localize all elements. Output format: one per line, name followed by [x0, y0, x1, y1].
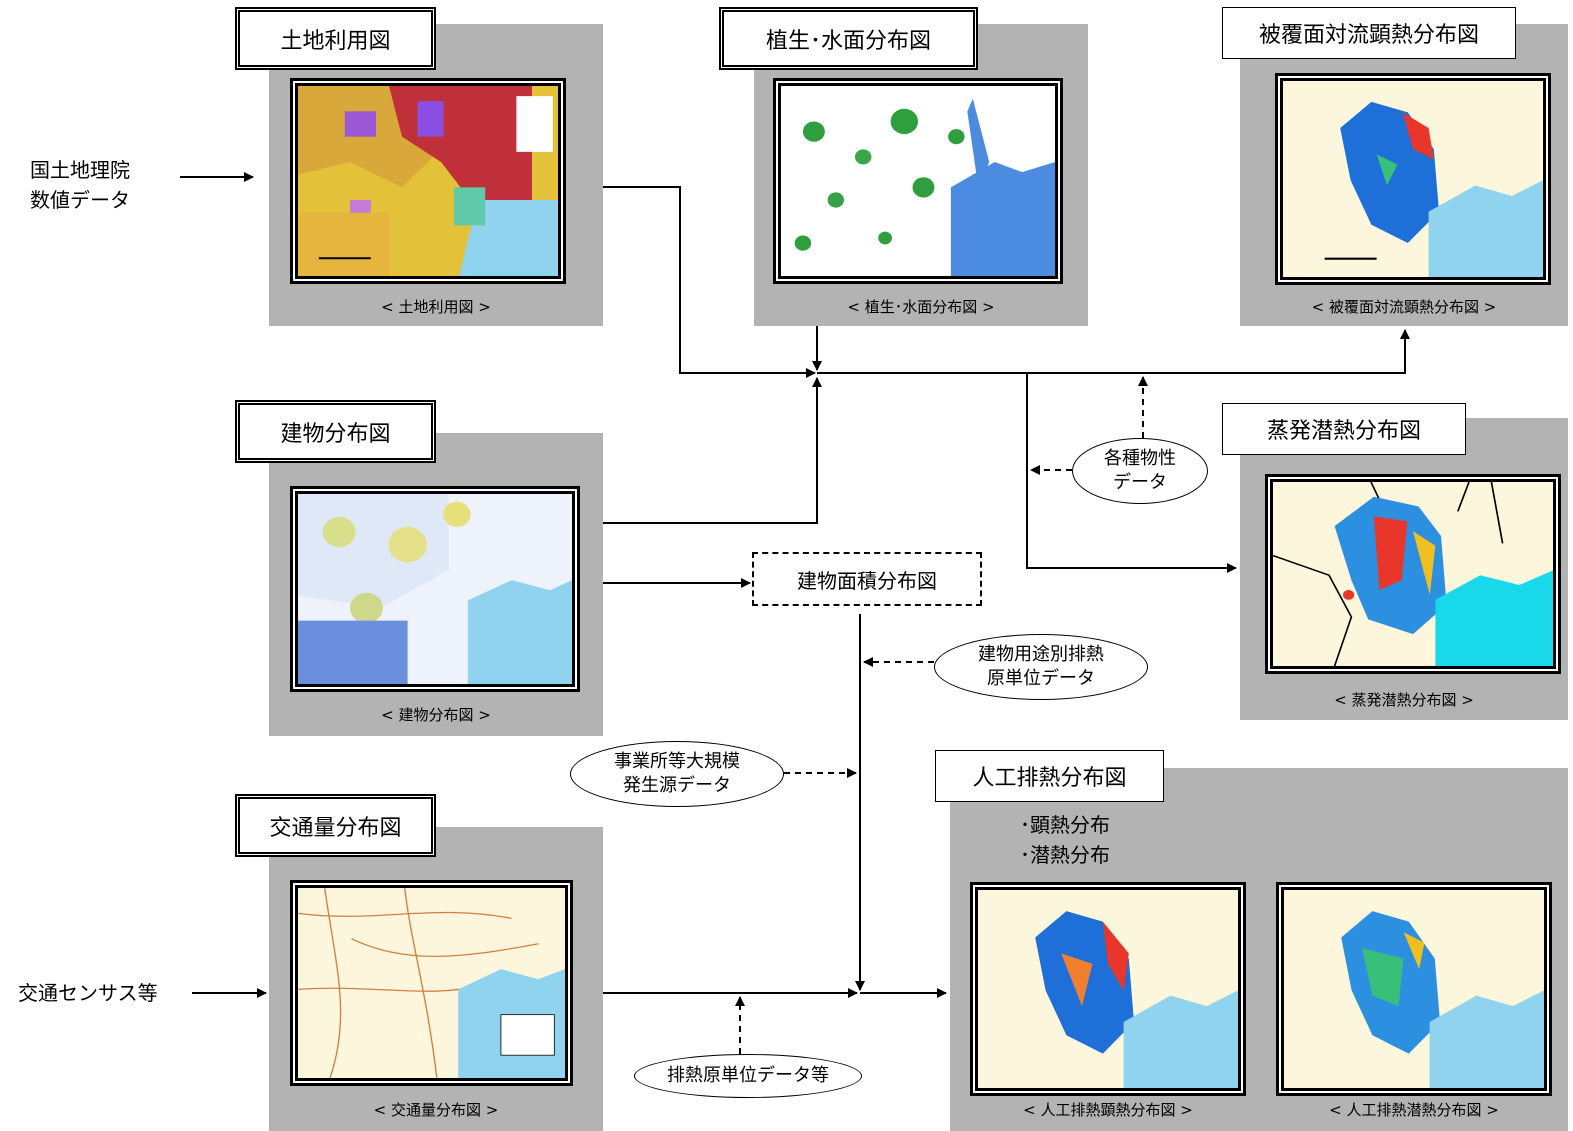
building-title: 建物分布図	[235, 400, 436, 463]
gsi-source-label: 国土地理院 数値データ	[30, 155, 130, 215]
building-connector	[603, 377, 822, 524]
anthropogenic-latent-caption: < 人工排熱潜熱分布図 >	[1329, 1101, 1499, 1119]
convective-map	[1275, 73, 1551, 285]
gsi-line-2: 数値データ	[30, 188, 130, 212]
building-map	[290, 486, 580, 692]
evaporation-caption: < 蒸発潜熱分布図 >	[1334, 691, 1474, 709]
properties-oval: 各種物性 データ	[1072, 438, 1208, 504]
building-area-box: 建物面積分布図	[752, 552, 982, 606]
land-use-connector	[603, 186, 816, 378]
bullet-latent: ･潜熱分布	[1020, 843, 1110, 867]
exhaust-units-oval: 排熱原単位データ等	[634, 1054, 862, 1098]
land-use-map	[290, 78, 566, 284]
anthropogenic-latent-map	[1276, 882, 1552, 1096]
land-use-caption: < 土地利用図 >	[381, 298, 491, 316]
large-sources-oval: 事業所等大規模 発生源データ	[570, 741, 784, 807]
use-heat-line-2: 原単位データ	[987, 668, 1095, 689]
evaporation-title: 蒸発潜熱分布図	[1222, 403, 1466, 455]
properties-line-1: 各種物性	[1104, 448, 1176, 469]
to-evaporation-connector	[1026, 373, 1237, 573]
anthropogenic-title: 人工排熱分布図	[935, 750, 1164, 802]
anthropogenic-sensible-map	[970, 882, 1246, 1096]
to-convective-connector	[817, 329, 1410, 374]
traffic-caption: < 交通量分布図 >	[373, 1101, 499, 1119]
convective-title: 被覆面対流顕熱分布図	[1222, 7, 1516, 59]
bullet-sensible: ･顕熱分布	[1020, 813, 1110, 837]
gsi-line-1: 国土地理院	[30, 158, 130, 182]
use-heat-line-1: 建物用途別排熱	[978, 644, 1104, 665]
use-heat-oval: 建物用途別排熱 原単位データ	[934, 634, 1148, 700]
evaporation-map	[1265, 474, 1561, 674]
anthropogenic-sensible-caption: < 人工排熱顕熱分布図 >	[1023, 1101, 1193, 1119]
building-caption: < 建物分布図 >	[381, 706, 491, 724]
census-source-label: 交通センサス等	[18, 981, 158, 1005]
large-sources-line-2: 発生源データ	[623, 775, 731, 796]
traffic-title: 交通量分布図	[235, 794, 436, 857]
properties-line-2: データ	[1113, 472, 1167, 493]
land-use-title: 土地利用図	[235, 7, 436, 70]
large-sources-line-1: 事業所等大規模	[614, 751, 740, 772]
vegetation-title: 植生･水面分布図	[719, 7, 978, 70]
vegetation-caption: < 植生･水面分布図 >	[847, 298, 995, 316]
anthropogenic-bullets: ･顕熱分布 ･潜熱分布	[1020, 810, 1110, 870]
traffic-map	[290, 880, 573, 1086]
convective-caption: < 被覆面対流顕熱分布図 >	[1311, 298, 1497, 316]
vegetation-map	[773, 78, 1063, 284]
